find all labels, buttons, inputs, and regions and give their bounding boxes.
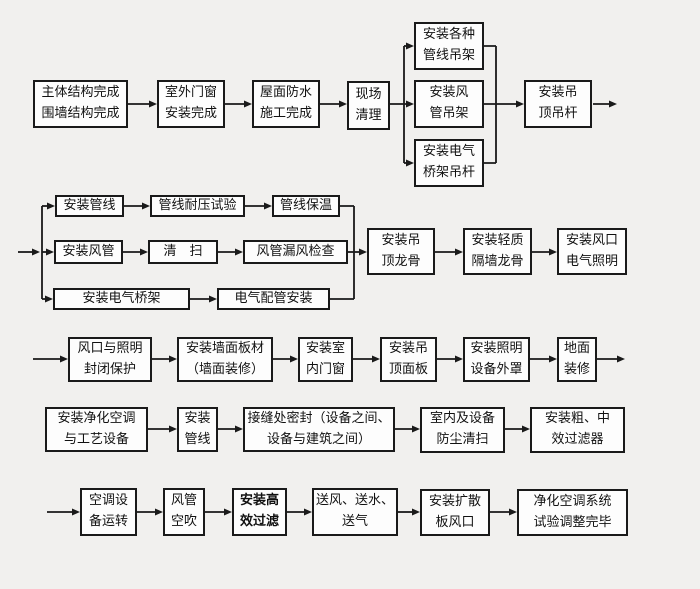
flow-step-floor-finish: 地面 装修	[557, 337, 597, 382]
flow-step-hepa-filters: 安装高 效过滤	[232, 488, 287, 536]
flow-step-pipeline-insulation: 管线保温	[272, 195, 340, 217]
flow-step-supply-air-water-gas: 送风、送水、 送气	[312, 488, 398, 536]
flow-step-system-commissioned: 净化空调系统 试验调整完毕	[517, 489, 628, 536]
flow-step-clean-ac-equipment: 安装净化空调 与工艺设备	[45, 407, 148, 452]
flow-step-conduit-install: 电气配管安装	[217, 288, 330, 310]
flow-step-install-pipeline: 安装管线	[55, 195, 124, 217]
flow-step-tray-hanger-rods: 安装电气 桥架吊杆	[414, 139, 484, 187]
flow-step-dust-cleaning: 室内及设备 防尘清扫	[420, 407, 505, 453]
flow-step-duct-blowing: 风管 空吹	[163, 488, 205, 536]
flow-step-install-duct: 安装风管	[54, 240, 123, 264]
flow-step-duct-hangers: 安装风 管吊架	[414, 80, 484, 128]
flow-step-pipeline-hangers: 安装各种 管线吊架	[414, 22, 484, 70]
flow-step-indoor-doors: 安装室 内门窗	[298, 337, 353, 382]
flow-step-wall-panels: 安装墙面板材 （墙面装修）	[177, 337, 273, 382]
flow-step-diffuser-outlets: 安装扩散 板风口	[420, 489, 490, 536]
flow-step-site-cleanup: 现场 清理	[347, 81, 390, 130]
flow-step-duct-leak-check: 风管漏风检查	[243, 240, 348, 264]
flow-step-ac-running: 空调设 备运转	[80, 488, 137, 536]
flow-step-ceiling-grid: 安装吊 顶龙骨	[367, 228, 435, 275]
flow-step-outlet-protection: 风口与照明 封闭保护	[68, 337, 152, 382]
flow-step-pressure-test: 管线耐压试验	[150, 195, 245, 217]
flow-step-outlet-lighting: 安装风口 电气照明	[557, 228, 627, 275]
flow-step-roof-waterproof: 屋面防水 施工完成	[252, 80, 320, 128]
flow-step-cable-tray: 安装电气桥架	[53, 288, 190, 310]
flow-step-sweep: 清 扫	[148, 240, 218, 264]
flow-step-ceiling-panels: 安装吊 顶面板	[380, 337, 437, 382]
flow-step-lamp-covers: 安装照明 设备外罩	[463, 337, 530, 382]
flow-step-joint-sealing: 接缝处密封（设备之间、 设备与建筑之间）	[243, 407, 395, 452]
flow-step-exterior-doors: 室外门窗 安装完成	[157, 80, 225, 128]
flow-step-structure-complete: 主体结构完成 围墙结构完成	[33, 80, 128, 128]
flow-step-coarse-filters: 安装粗、中 效过滤器	[530, 407, 625, 453]
flow-step-ceiling-rods: 安装吊 顶吊杆	[524, 80, 592, 128]
flow-step-partition-studs: 安装轻质 隔墙龙骨	[463, 228, 532, 275]
flow-step-install-piping: 安装 管线	[177, 407, 218, 452]
